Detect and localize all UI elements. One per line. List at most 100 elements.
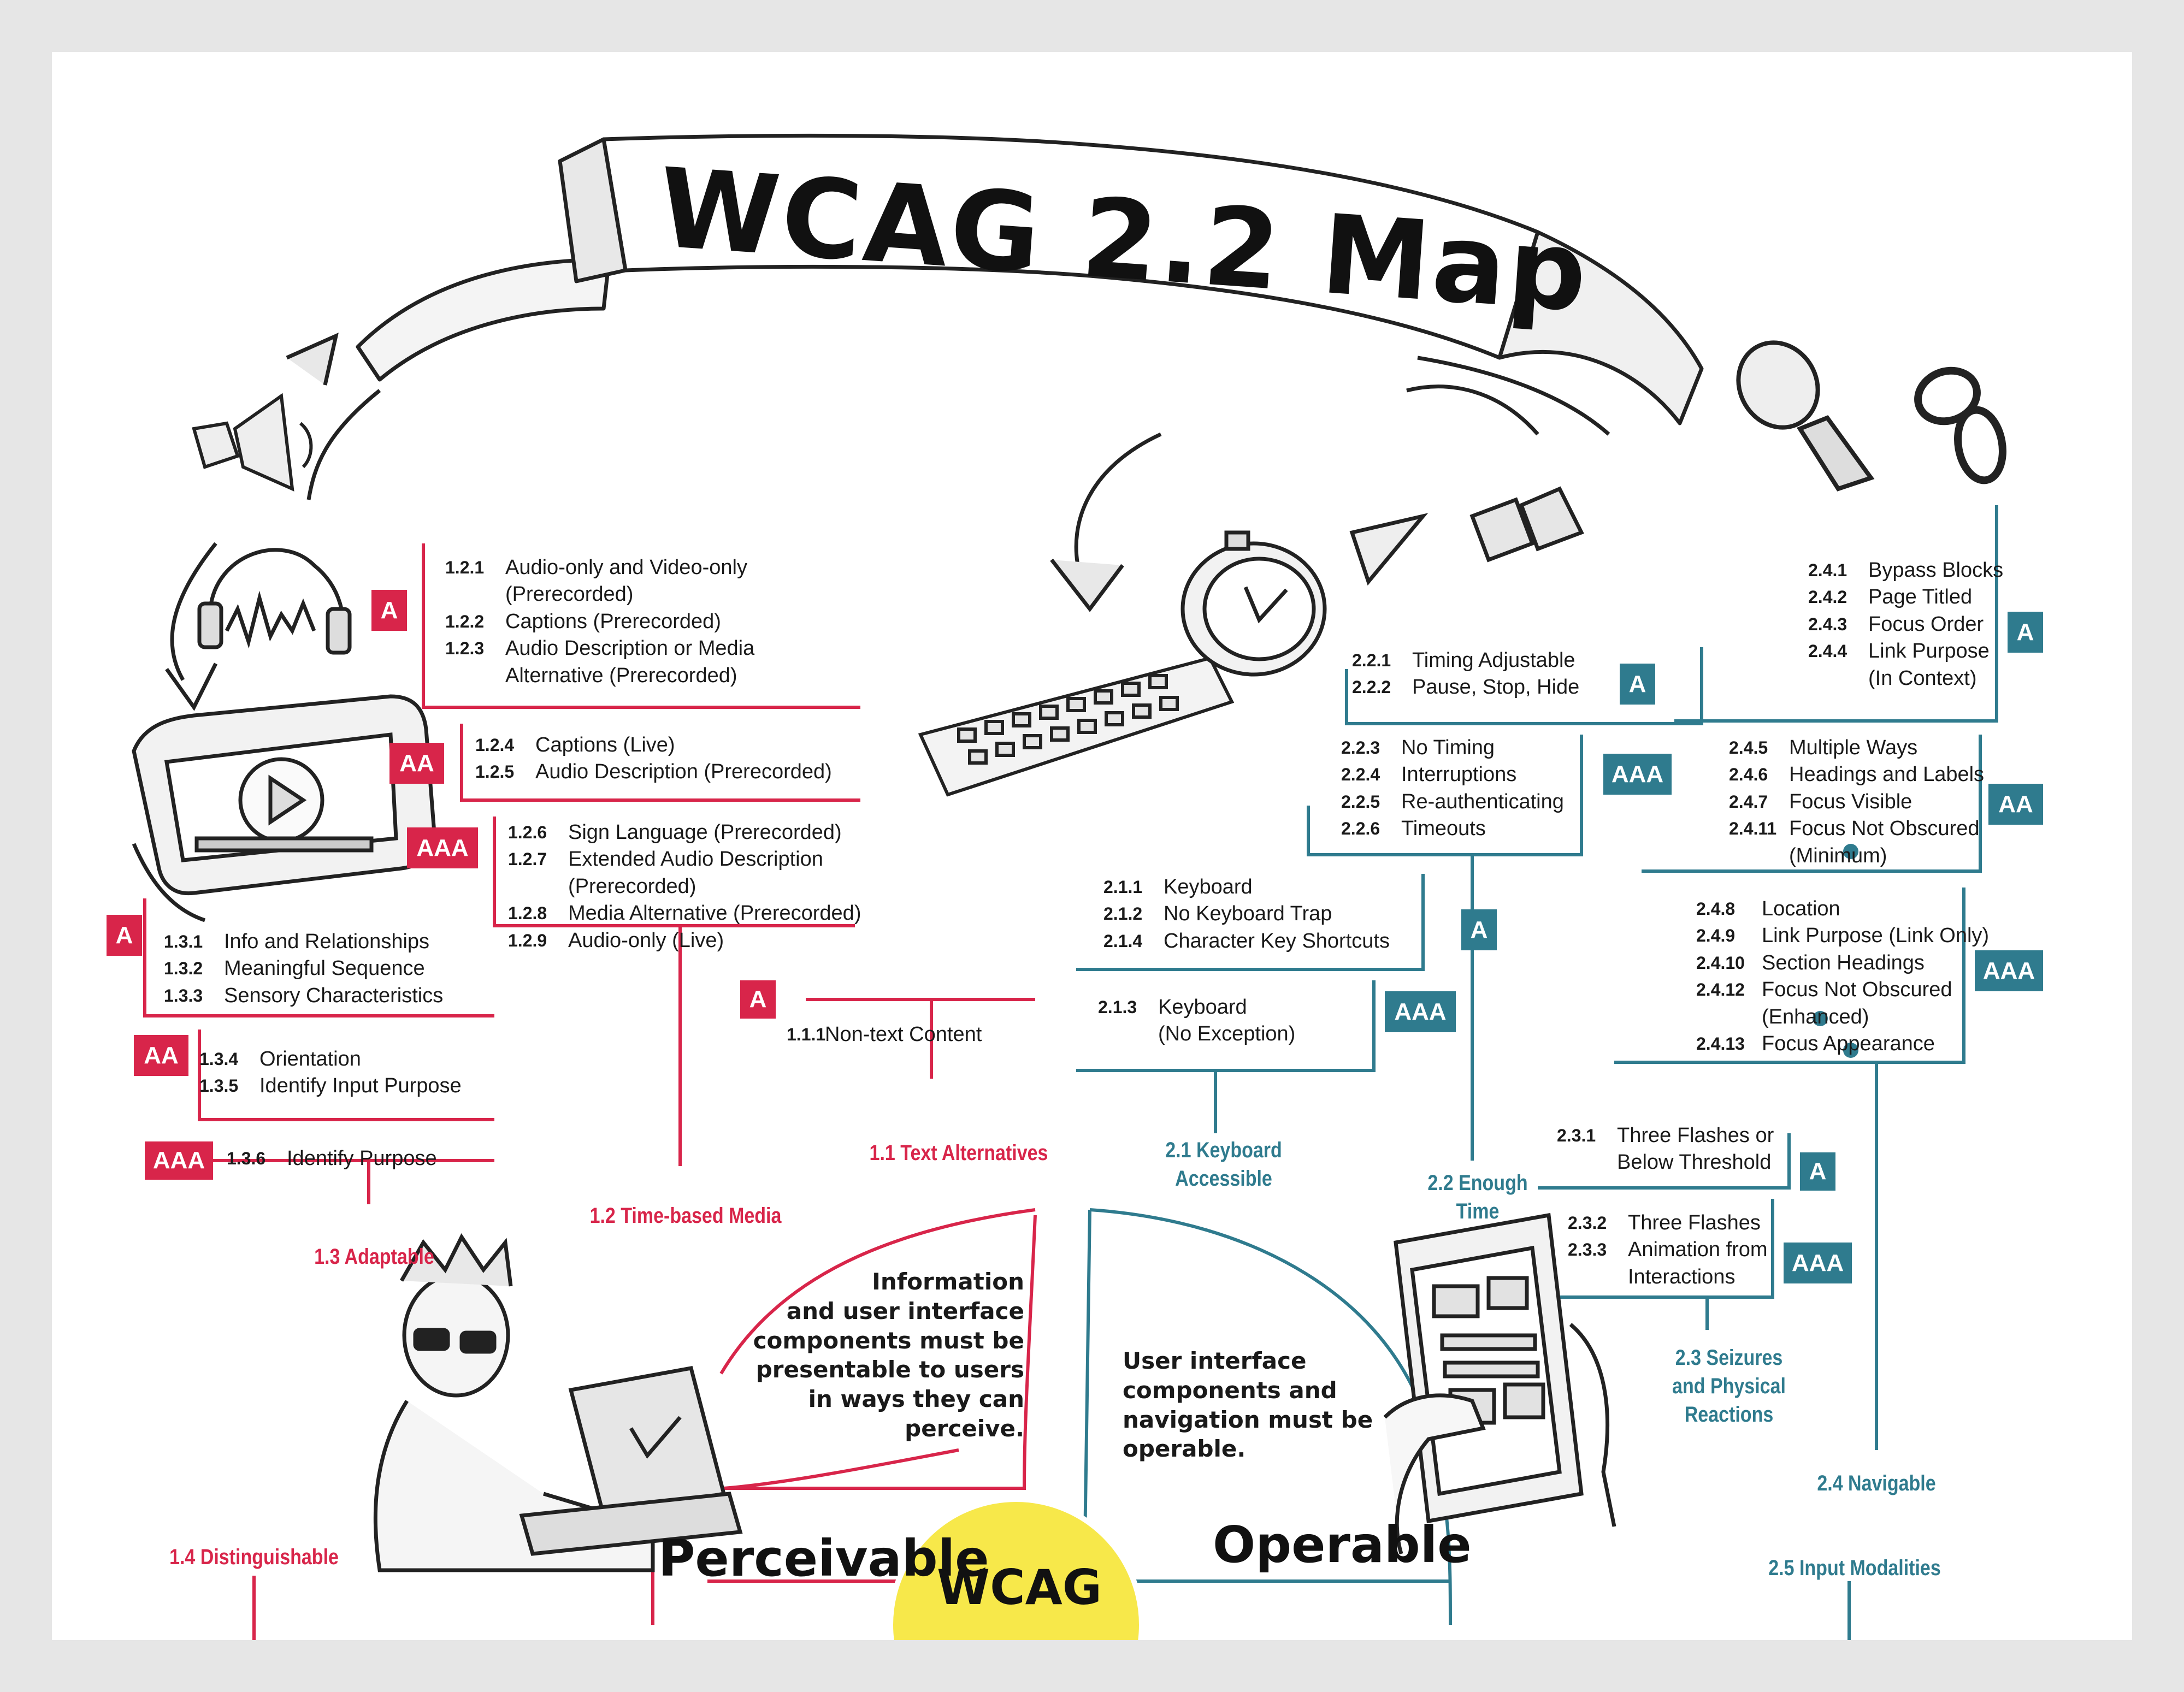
play-icon bbox=[1349, 513, 1429, 586]
principle-perceivable[interactable]: Perceivable bbox=[658, 1529, 989, 1588]
level-badge-1-2-a: A bbox=[371, 590, 407, 631]
level-badge-2-4-aa: AA bbox=[1988, 784, 2043, 825]
level-badge-2-4-aaa: AAA bbox=[1975, 950, 2043, 991]
keyboard-icon bbox=[918, 656, 1235, 797]
speaker-icon bbox=[192, 393, 313, 492]
level-badge-1-3-a: A bbox=[107, 915, 142, 956]
level-badge-2-3-a: A bbox=[1800, 1152, 1835, 1191]
chain-link-icon bbox=[1914, 366, 2006, 484]
guideline-1-1[interactable]: 1.1 Text Alternatives bbox=[869, 1141, 1048, 1165]
level-badge-2-1-a: A bbox=[1461, 909, 1497, 950]
guideline-1-4[interactable]: 1.4 Distinguishable bbox=[169, 1545, 339, 1569]
tablet-video-icon bbox=[132, 694, 436, 922]
hands-tablet-illustration bbox=[1383, 1212, 1616, 1554]
map-canvas: WCAG 2.2 Map A AA AAA A AA AAA A A AAA A… bbox=[52, 52, 2132, 1640]
level-badge-2-2-a: A bbox=[1620, 664, 1655, 705]
level-badge-1-3-aa: AA bbox=[134, 1035, 188, 1076]
pause-icon bbox=[1469, 486, 1584, 563]
stopwatch-icon bbox=[1180, 530, 1327, 677]
arrow-swirls bbox=[165, 332, 1539, 711]
guideline-2-5[interactable]: 2.5 Input Modalities bbox=[1768, 1556, 1941, 1580]
guideline-2-4[interactable]: 2.4 Navigable bbox=[1817, 1471, 1936, 1495]
level-badge-2-2-aaa: AAA bbox=[1603, 754, 1672, 795]
center-wcag-label: WCAG bbox=[937, 1559, 1102, 1616]
level-badge-2-1-aaa: AAA bbox=[1385, 991, 1456, 1032]
guideline-1-2[interactable]: 1.2 Time-based Media bbox=[589, 1204, 782, 1228]
perceivable-connectors bbox=[143, 543, 1037, 1640]
principle-operable[interactable]: Operable bbox=[1213, 1516, 1472, 1574]
level-badge-2-3-aaa: AAA bbox=[1784, 1243, 1852, 1283]
operable-connectors bbox=[1076, 505, 1998, 1640]
map-drawing bbox=[132, 133, 2006, 1640]
guideline-1-3[interactable]: 1.3 Adaptable bbox=[314, 1245, 434, 1269]
center-badge bbox=[888, 1496, 1144, 1640]
level-badge-1-2-aa: AA bbox=[389, 743, 444, 784]
level-badge-1-3-aaa: AAA bbox=[145, 1141, 213, 1180]
level-badge-2-4-a: A bbox=[2008, 612, 2043, 653]
title-ribbon bbox=[356, 133, 1704, 436]
person-with-laptop-illustration bbox=[373, 1233, 743, 1572]
level-badge-1-2-aaa: AAA bbox=[407, 827, 478, 868]
